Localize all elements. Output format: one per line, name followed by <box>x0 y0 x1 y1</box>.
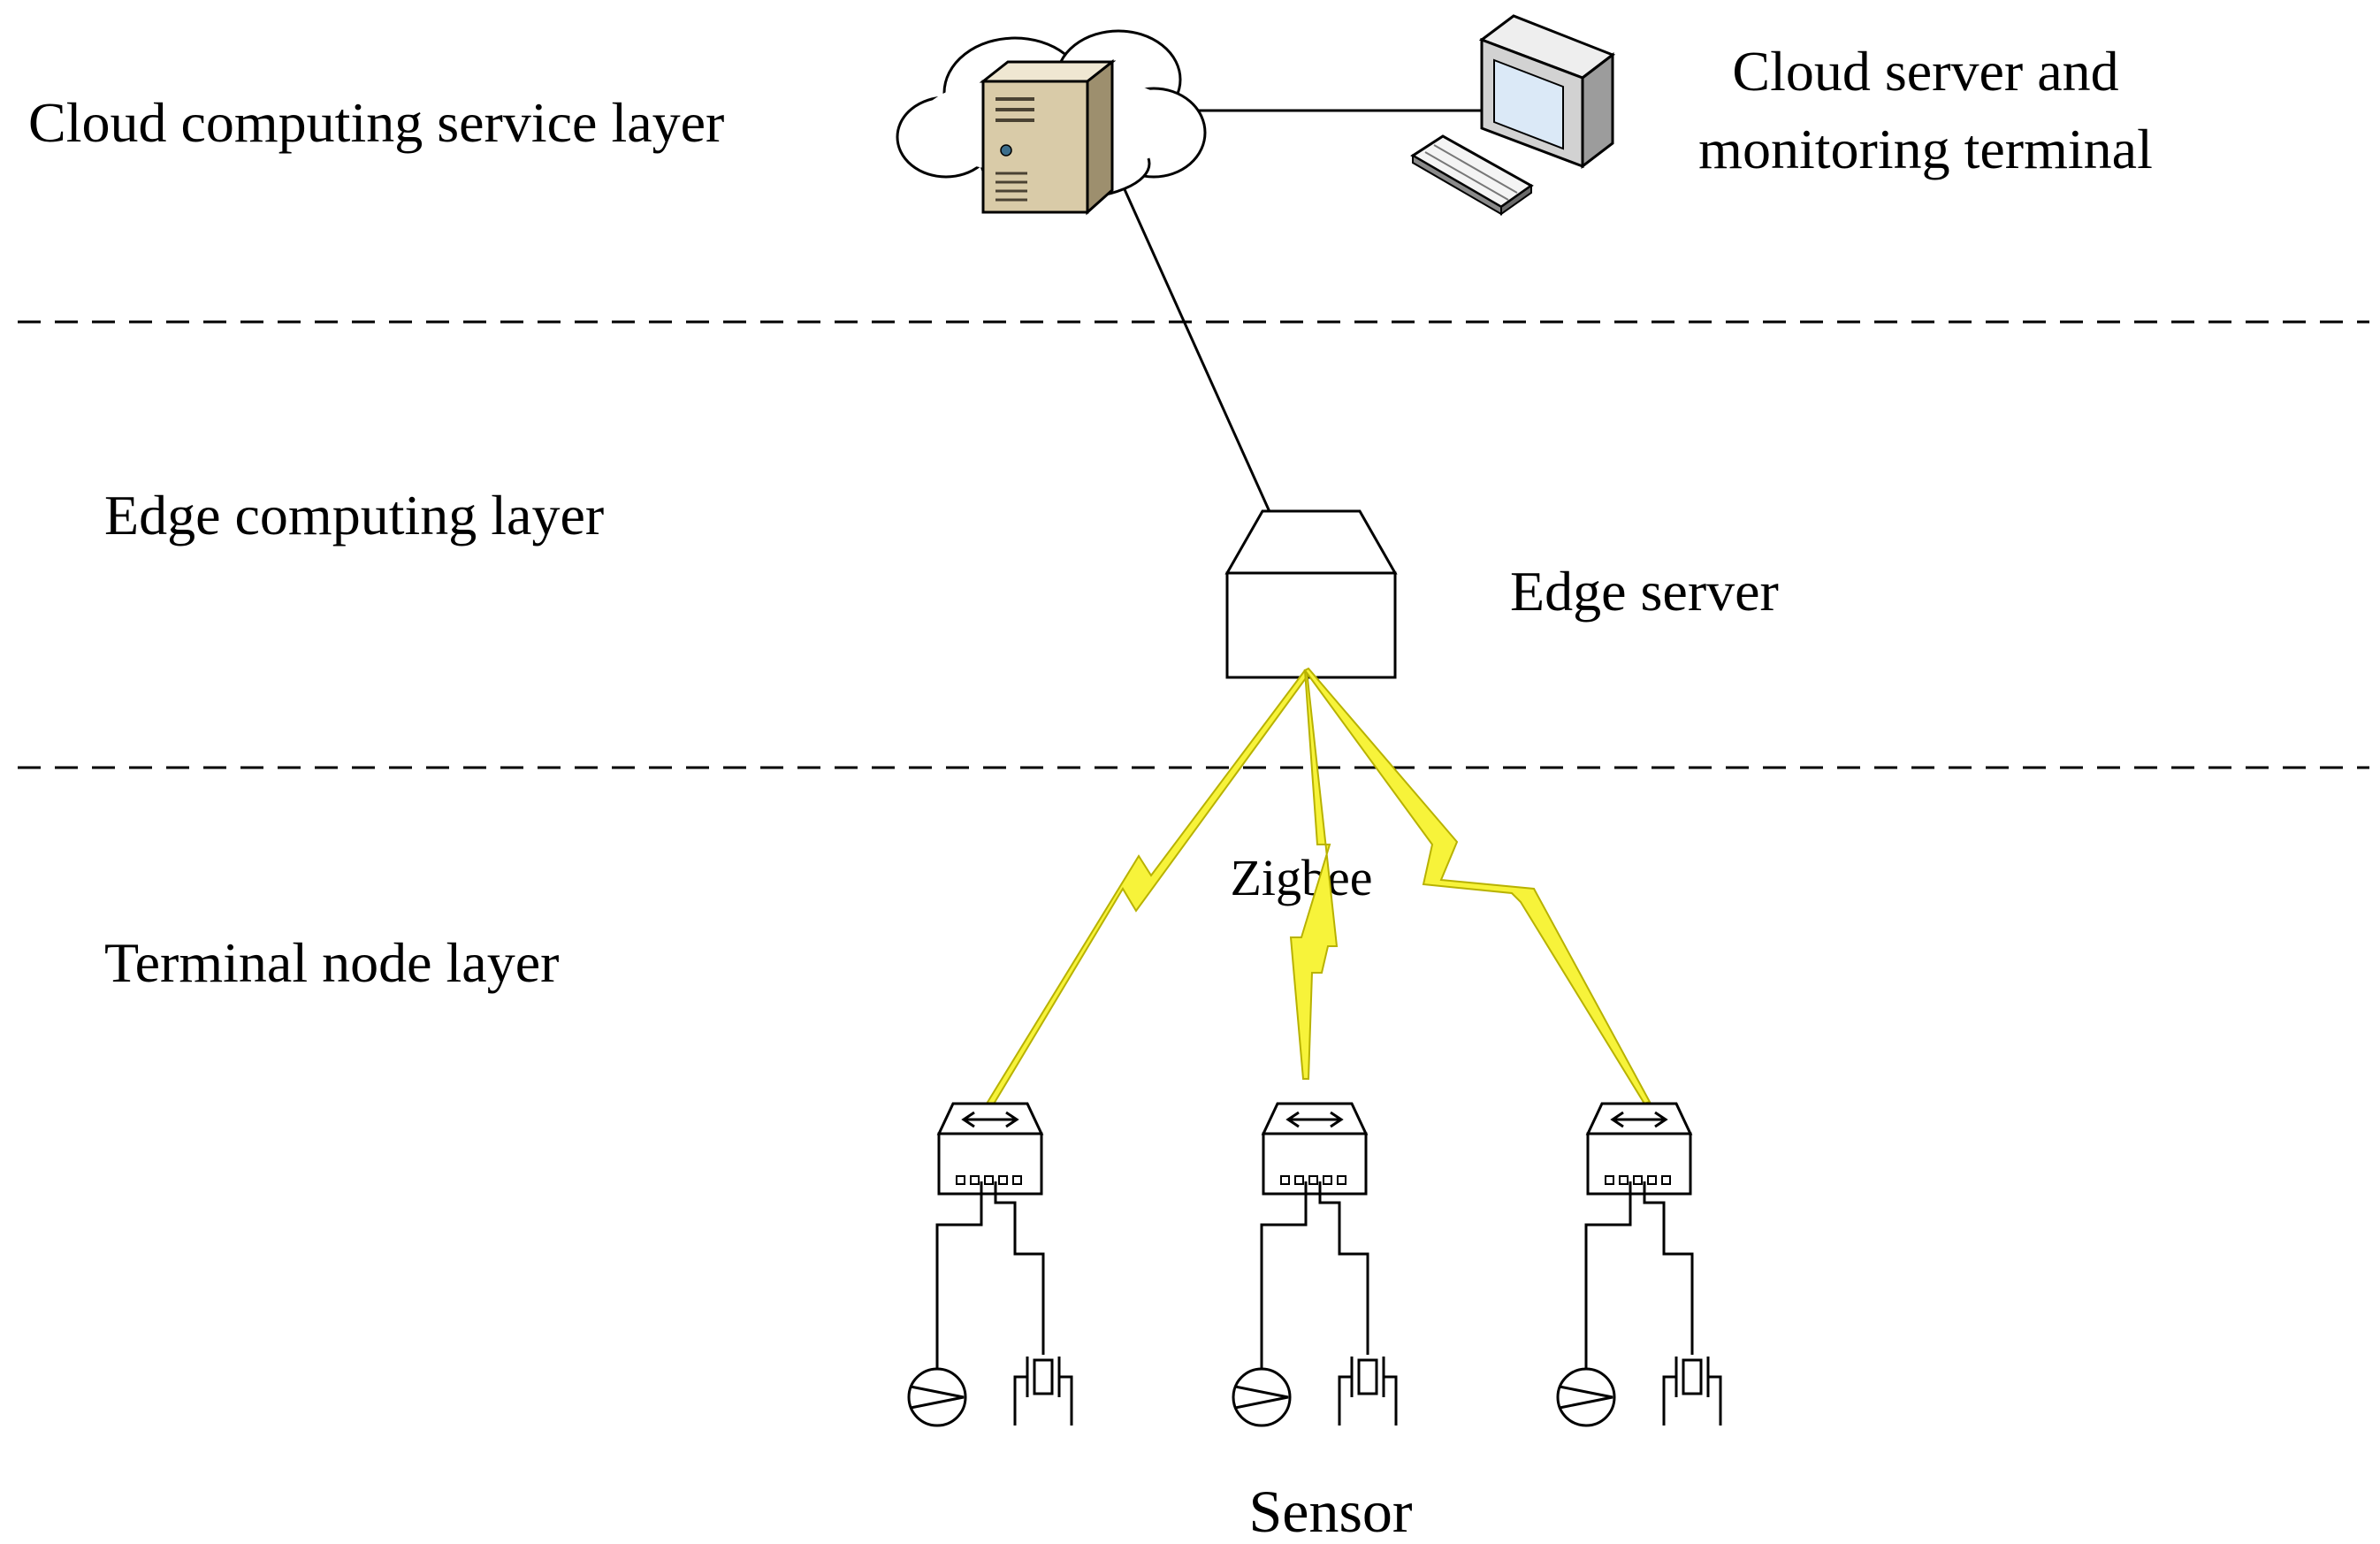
sensor-wire <box>994 1181 1045 1355</box>
sensor-wire <box>1260 1181 1308 1369</box>
sensor-wire <box>1643 1181 1694 1355</box>
edge-server-box-icon <box>1224 509 1398 679</box>
crystal-sensor-icon <box>1013 1357 1073 1426</box>
keyboard-icon <box>1410 134 1534 216</box>
switch-icon <box>936 1102 1044 1196</box>
server-tower-icon <box>979 58 1117 216</box>
sensor-group <box>907 1102 1073 1427</box>
switch-icon <box>1261 1102 1369 1196</box>
edge-layer-label: Edge computing layer <box>104 484 604 547</box>
fan-sensor-icon <box>1232 1367 1292 1427</box>
crystal-sensor-icon <box>1662 1357 1722 1426</box>
sensor-group <box>1232 1102 1398 1427</box>
cloud-server <box>896 29 1207 216</box>
monitoring-terminal <box>1410 14 1616 216</box>
lightning-link-icon <box>1289 669 1339 1080</box>
zigbee-label: Zigbee <box>1230 849 1372 906</box>
monitoring-terminal-label-line2: monitoring terminal <box>1698 118 2153 180</box>
sensor-wire <box>1318 1181 1369 1355</box>
sensor-group <box>1556 1102 1722 1427</box>
fan-sensor-icon <box>907 1367 967 1427</box>
sensor-label: Sensor <box>1248 1478 1412 1544</box>
sensor-wire <box>935 1181 983 1369</box>
wireless-links <box>985 667 1652 1107</box>
monitoring-terminal-label-line1: Cloud server and <box>1732 40 2118 103</box>
sensor-wire <box>1584 1181 1632 1369</box>
sensor-groups <box>907 1102 1722 1427</box>
fan-sensor-icon <box>1556 1367 1616 1427</box>
edge-server-label: Edge server <box>1510 560 1779 623</box>
terminal-layer-label: Terminal node layer <box>104 931 559 994</box>
computer-monitor-icon <box>1478 14 1616 170</box>
crystal-sensor-icon <box>1338 1357 1398 1426</box>
cloud-layer-label: Cloud computing service layer <box>28 91 724 154</box>
switch-icon <box>1585 1102 1693 1196</box>
